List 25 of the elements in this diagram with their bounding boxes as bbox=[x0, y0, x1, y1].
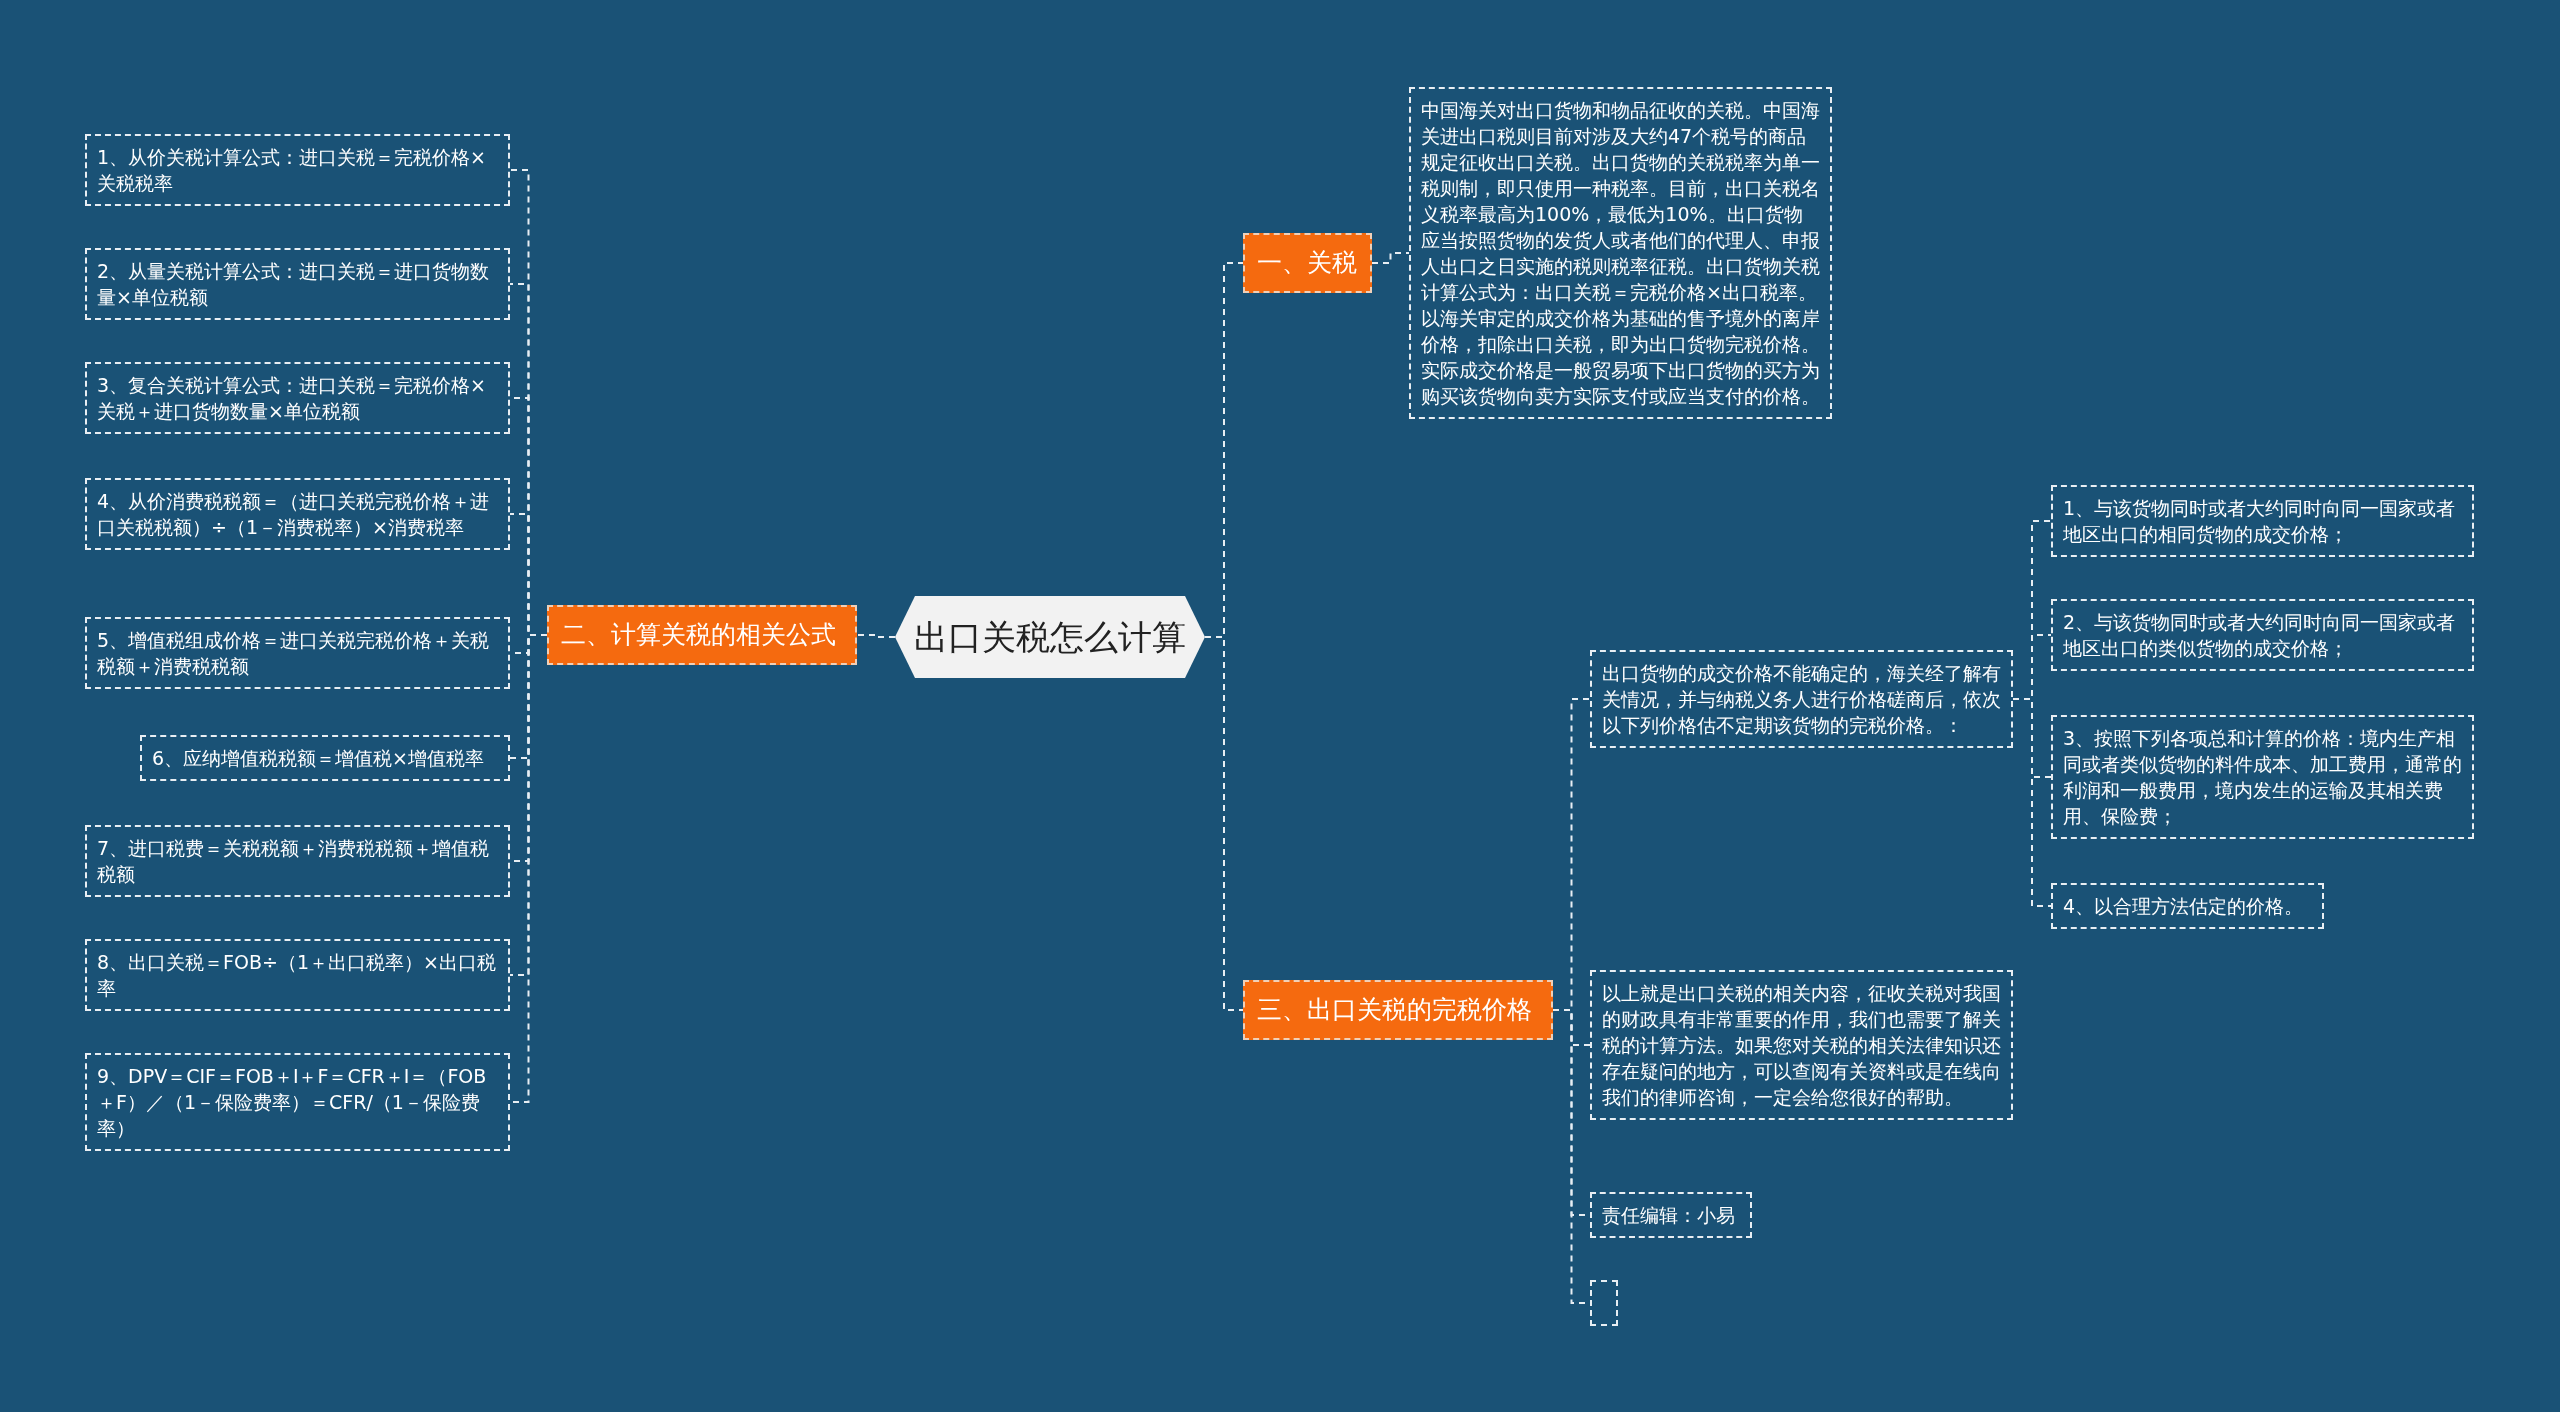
text-box: 7、进口税费＝关税税额＋消费税税额＋增值税税额 bbox=[85, 825, 510, 897]
text-box: 5、增值税组成价格＝进口关税完税价格＋关税税额＋消费税税额 bbox=[85, 617, 510, 689]
connector-line bbox=[856, 634, 896, 638]
connector-line bbox=[2012, 698, 2052, 907]
central-topic-hexagon: 出口关税怎么计算 bbox=[895, 596, 1205, 678]
text-box: 9、DPV＝CIF＝FOB＋I＋F＝CFR＋I＝（FOB＋F）／（1－保险费率）＝CFR/（1－保险费率） bbox=[85, 1053, 510, 1151]
text-box: 6、应纳增值税税额＝增值税×增值税率 bbox=[140, 735, 510, 781]
text-box: 1、与该货物同时或者大约同时向同一国家或者地区出口的相同货物的成交价格； bbox=[2051, 485, 2474, 557]
topic-box: 一、关税 bbox=[1243, 233, 1372, 293]
text-box: 3、复合关税计算公式：进口关税＝完税价格×关税＋进口货物数量×单位税额 bbox=[85, 362, 510, 434]
text-box: 2、从量关税计算公式：进口关税＝进口货物数量×单位税额 bbox=[85, 248, 510, 320]
text-box: 2、与该货物同时或者大约同时向同一国家或者地区出口的类似货物的成交价格； bbox=[2051, 599, 2474, 671]
text-box: 3、按照下列各项总和计算的价格：境内生产相同或者类似货物的料件成本、加工费用，通常的利润和一般费用，境内发生的运输及其相关费用、保险费； bbox=[2051, 715, 2474, 839]
text-box: 出口货物的成交价格不能确定的，海关经了解有关情况，并与纳税义务人进行价格磋商后，依次以下列价格估不定期该货物的完税价格。： bbox=[1590, 650, 2013, 748]
text-box: 8、出口关税＝FOB÷（1＋出口税率）×出口税率 bbox=[85, 939, 510, 1011]
text-box: 4、从价消费税税额＝（进口关税完税价格＋进口关税税额）÷（1－消费税率）×消费税率 bbox=[85, 478, 510, 550]
text-box: 中国海关对出口货物和物品征收的关税。中国海关进出口税则目前对涉及大约47个税号的商品规定征收出口关税。出口货物的关税税率为单一税则制，即只使用一种税率。目前，出口关税名义税率最高为100%，最低为10%。出口货物应当按照货物的发货人或者他们的代理人、申报人出口之日实施的税则税率征税。出口货物关税计算公式为：出口关税＝完税价格×出口税率。以海关审定的成交价格为基础的售予境外的离岸价格，扣除出口关税，即为出口货物完税价格。实际成交价格是一般贸易项下出口货物的买方为购买该货物向卖方实际支付或应当支付的价格。 bbox=[1409, 87, 1832, 419]
topic-box: 三、出口关税的完税价格 bbox=[1243, 980, 1553, 1040]
text-box: 责任编辑：小易 bbox=[1590, 1192, 1752, 1238]
empty-box bbox=[1590, 1280, 1618, 1326]
connector-line bbox=[1371, 252, 1410, 264]
topic-box: 二、计算关税的相关公式 bbox=[547, 605, 857, 665]
text-box: 以上就是出口关税的相关内容，征收关税对我国的财政具有非常重要的作用，我们也需要了解关税的计算方法。如果您对关税的相关法律知识还存在疑问的地方，可以查阅有关资料或是在线向我们的律师咨询，一定会给您很好的帮助。 bbox=[1590, 970, 2013, 1120]
text-box: 1、从价关税计算公式：进口关税＝完税价格×关税税率 bbox=[85, 134, 510, 206]
text-box: 4、以合理方法估定的价格。 bbox=[2051, 883, 2324, 929]
